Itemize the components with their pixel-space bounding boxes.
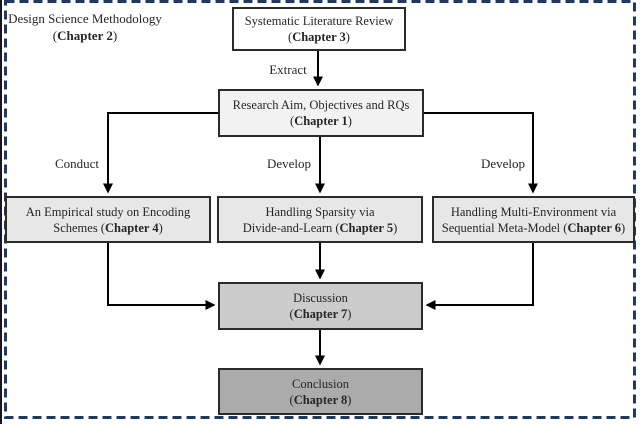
connector-ch6-to-discussion	[425, 243, 534, 310]
chapter-ref: Divide-and-Learn (Chapter 5)	[242, 220, 398, 235]
connector-aim-to-ch6	[423, 112, 538, 194]
node-handling-multi-environment-meta-model: Handling Multi-Environment via Sequentia…	[432, 196, 635, 243]
chapter-ref: (Chapter 1)	[290, 114, 352, 128]
label-design-science-methodology: Design Science Methodology (Chapter 2)	[4, 10, 166, 44]
edge-label-develop-right: Develop	[480, 156, 526, 171]
edge-label-conduct: Conduct	[54, 156, 100, 171]
node-research-aim-objectives-rqs: Research Aim, Objectives and RQs (Chapte…	[218, 89, 424, 137]
node-title: An Empirical study on Encoding	[25, 204, 191, 219]
label-title: Design Science Methodology	[8, 11, 162, 26]
node-title: Handling Multi-Environment via	[450, 204, 617, 219]
node-conclusion: Conclusion (Chapter 8)	[218, 368, 423, 415]
connector-ch4-to-discussion	[107, 243, 216, 310]
chapter-ref: (Chapter 3)	[288, 30, 350, 44]
node-systematic-literature-review: Systematic Literature Review (Chapter 3)	[232, 7, 406, 51]
node-title: Conclusion	[292, 376, 349, 391]
node-title: Discussion	[293, 291, 348, 305]
chapter-ref: (Chapter 8)	[289, 392, 352, 407]
connector-aim-to-ch4	[103, 112, 218, 194]
edge-label-extract: Extract	[269, 62, 307, 77]
chapter-ref: Schemes (Chapter 4)	[53, 220, 163, 235]
chapter-ref: (Chapter 2)	[52, 28, 118, 43]
chapter-ref: Sequential Meta-Model (Chapter 6)	[441, 220, 626, 235]
node-title: Systematic Literature Review	[244, 14, 394, 28]
node-title: Research Aim, Objectives and RQs	[232, 98, 410, 112]
node-handling-sparsity-divide-and-learn: Handling Sparsity via Divide-and-Learn (…	[217, 196, 423, 243]
chapter-ref: (Chapter 7)	[289, 307, 352, 321]
left-edge-line	[0, 0, 2, 424]
node-title: Handling Sparsity via	[265, 204, 375, 219]
node-empirical-study-encoding-schemes: An Empirical study on Encoding Schemes (…	[5, 196, 211, 243]
edge-label-develop-middle: Develop	[266, 156, 312, 171]
node-discussion: Discussion (Chapter 7)	[218, 282, 423, 330]
